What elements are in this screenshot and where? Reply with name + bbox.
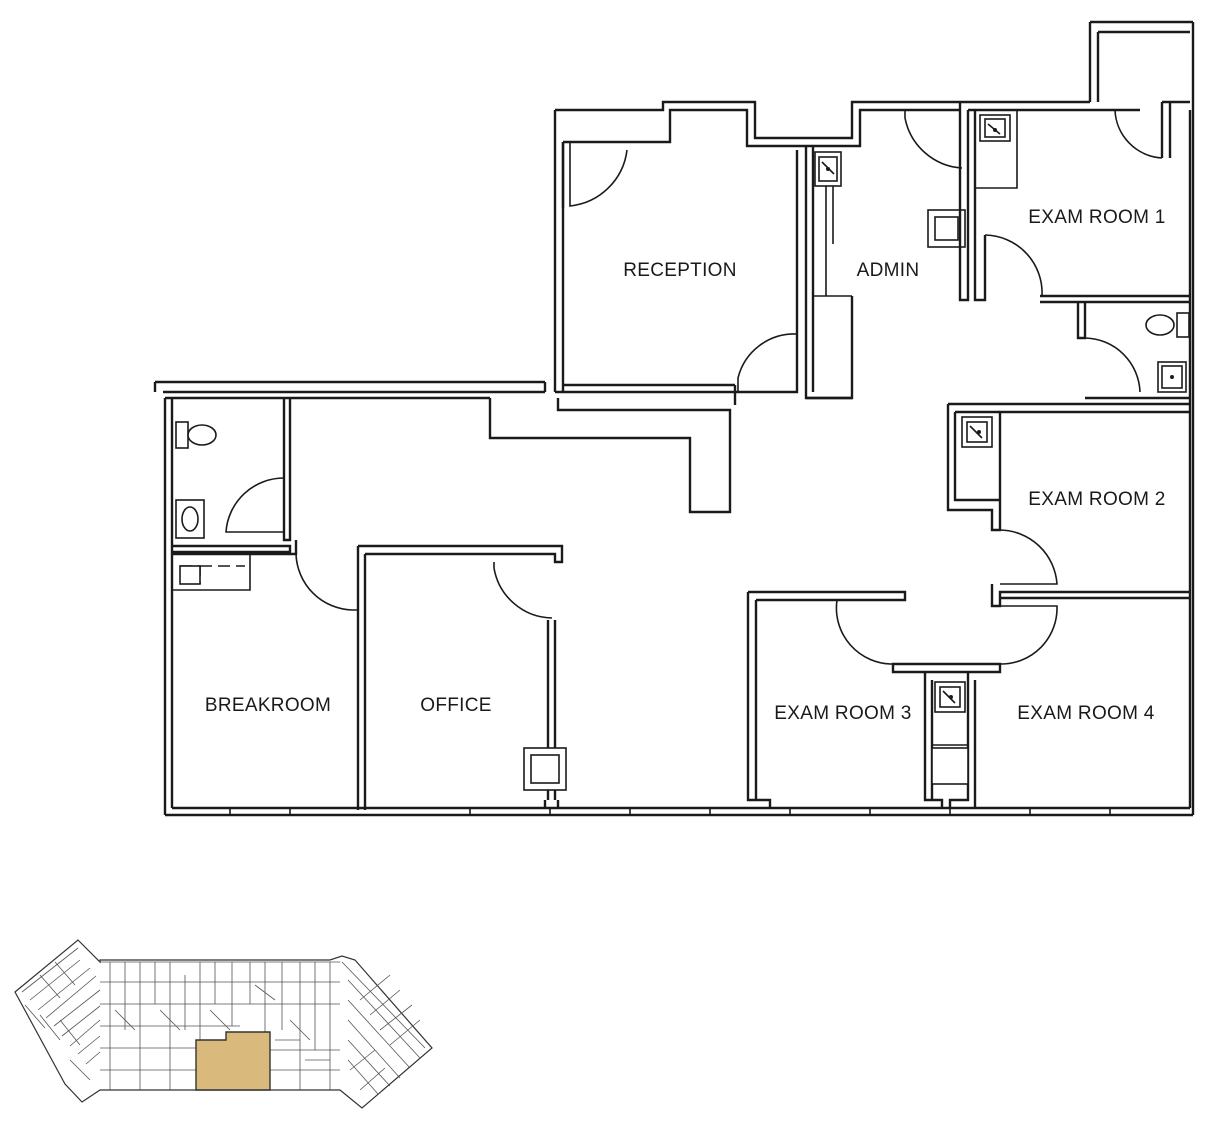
exam-room-3-door — [835, 599, 894, 665]
exam-room-3-sink — [934, 681, 966, 713]
left-restroom-toilet — [175, 421, 217, 449]
exam-room-4-door — [999, 605, 1058, 665]
exterior-walls — [153, 20, 1195, 817]
breakroom-walls — [294, 540, 367, 810]
reception-entry-door — [569, 142, 628, 207]
room-label-admin: ADMIN — [857, 260, 920, 281]
restroom-right-walls — [1076, 302, 1190, 406]
exam-room-2-door — [999, 529, 1058, 585]
room-label-exam-room-1: EXAM ROOM 1 — [1028, 207, 1165, 228]
admin-door — [904, 110, 963, 169]
exam-room-3-4-walls — [746, 590, 1002, 808]
key-plan-highlighted-suite — [195, 1031, 271, 1091]
restroom-right-door — [1084, 337, 1141, 393]
reception-walls — [290, 142, 799, 514]
restroom-right-toilet — [1145, 312, 1190, 338]
left-restroom-door — [225, 477, 285, 533]
room-label-office: OFFICE — [420, 695, 491, 716]
column — [931, 747, 969, 785]
room-label-reception: RECEPTION — [623, 260, 737, 281]
exam-room-1-entry-door — [1114, 109, 1163, 159]
room-label-breakroom: BREAKROOM — [205, 695, 331, 716]
office-door — [493, 562, 553, 619]
left-restroom-walls — [172, 398, 298, 591]
key-plan — [14, 939, 433, 1109]
breakroom-door — [295, 553, 358, 611]
admin-walls — [804, 146, 854, 400]
room-label-exam-room-3: EXAM ROOM 3 — [774, 703, 911, 724]
reception-inner-door — [737, 333, 797, 392]
left-restroom-sink — [175, 499, 205, 539]
admin-sink — [814, 151, 842, 187]
restroom-right-sink — [1157, 361, 1187, 393]
exam-room-1-walls — [958, 102, 1190, 304]
exam-room-1-sink — [979, 114, 1011, 142]
room-label-exam-room-4: EXAM ROOM 4 — [1017, 703, 1155, 724]
room-label-exam-room-2: EXAM ROOM 2 — [1028, 489, 1165, 510]
exam-room-2-sink — [961, 416, 993, 448]
exam-room-1-door — [984, 234, 1043, 297]
